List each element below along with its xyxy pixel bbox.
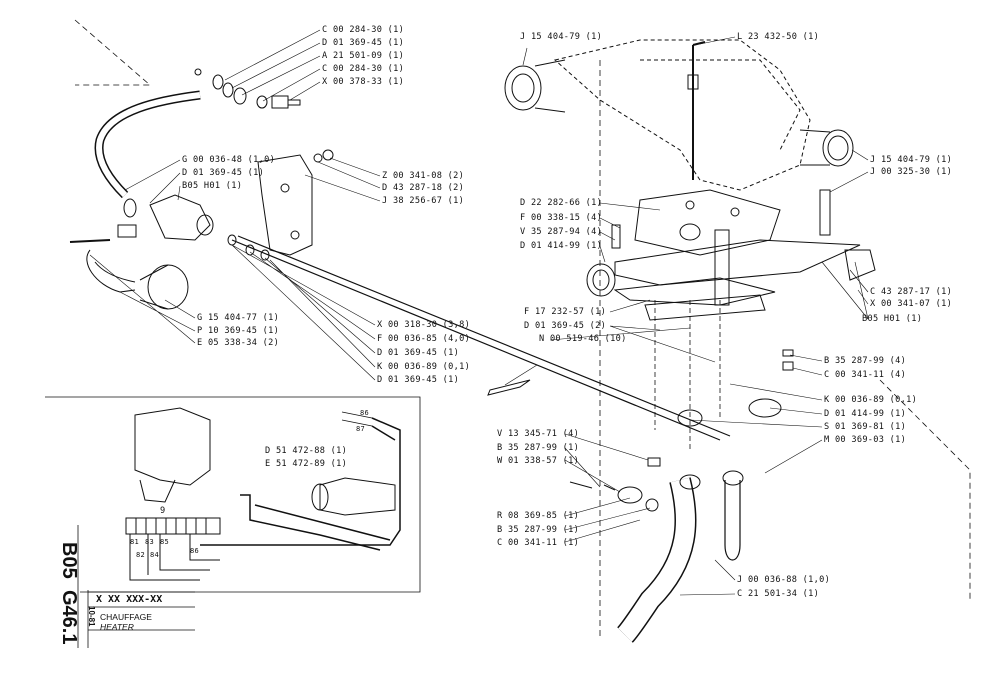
serial-box: X XX XXX-XX bbox=[96, 594, 163, 605]
water-valve bbox=[117, 194, 214, 241]
part-label: C 00 341-11 (4) bbox=[824, 370, 907, 380]
part-label: X 00 341-07 (1) bbox=[870, 299, 953, 309]
part-label: J 15 404-79 (1) bbox=[520, 32, 603, 42]
mounting-plate bbox=[613, 189, 861, 321]
part-label: L 23 432-50 (1) bbox=[737, 32, 820, 42]
mounting-bracket bbox=[257, 149, 334, 256]
lower-hoses bbox=[616, 398, 782, 643]
inset-term-85: 85 bbox=[160, 538, 170, 546]
part-label: K 00 036-89 (0,1) bbox=[824, 395, 918, 405]
title-en: HEATER bbox=[100, 622, 134, 632]
part-label: D 01 414-99 (1) bbox=[520, 241, 603, 251]
bolt bbox=[611, 224, 621, 249]
part-label: M 00 369-03 (1) bbox=[824, 435, 907, 445]
page-code: G46.1 bbox=[58, 590, 80, 645]
part-label: J 00 036-88 (1,0) bbox=[737, 575, 831, 585]
part-label: A 21 501-09 (1) bbox=[322, 51, 405, 61]
terminal-strip bbox=[125, 517, 221, 535]
title-fr: CHAUFFAGE bbox=[100, 612, 152, 622]
part-label: D 01 369-45 (1) bbox=[377, 348, 460, 358]
part-label: W 01 338-57 (1) bbox=[497, 456, 580, 466]
part-label: C 00 284-30 (1) bbox=[322, 25, 405, 35]
part-label: J 15 404-79 (1) bbox=[870, 155, 953, 165]
part-label: K 00 036-89 (0,1) bbox=[377, 362, 471, 372]
part-label: B 35 287-99 (4) bbox=[824, 356, 907, 366]
part-label: G 00 036-48 (1,0) bbox=[182, 155, 276, 165]
connector-right bbox=[844, 249, 876, 281]
part-label: E 05 338-34 (2) bbox=[197, 338, 280, 348]
air-duct-right bbox=[799, 129, 854, 167]
part-label: J 38 256-67 (1) bbox=[382, 196, 465, 206]
inset-term-83: 83 bbox=[145, 538, 155, 546]
part-label: B 35 287-99 (1) bbox=[497, 525, 580, 535]
part-label: S 01 369-81 (1) bbox=[824, 422, 907, 432]
part-label: B 35 287-99 (1) bbox=[497, 443, 580, 453]
wire-label-e: E 51 472-89 (1) bbox=[265, 459, 348, 469]
part-label: C 00 284-30 (1) bbox=[322, 64, 405, 74]
part-label: Z 00 341-08 (2) bbox=[382, 171, 465, 181]
inset-relay-87: 87 bbox=[356, 425, 366, 433]
solenoid bbox=[319, 477, 396, 516]
relay-body bbox=[134, 407, 211, 486]
part-label: D 43 287-18 (2) bbox=[382, 183, 465, 193]
part-label: G 15 404-77 (1) bbox=[197, 313, 280, 323]
part-label: D 01 369-45 (1) bbox=[377, 375, 460, 385]
clamp-and-sleeve bbox=[69, 239, 189, 310]
part-label: D 01 369-45 (2) bbox=[524, 321, 607, 331]
inset-term-81: 81 bbox=[130, 538, 140, 546]
part-label: B05 H01 (1) bbox=[862, 314, 923, 324]
wire-label-d: D 51 472-88 (1) bbox=[265, 446, 348, 456]
wiring-inset bbox=[45, 396, 421, 593]
inset-term-84: 84 bbox=[150, 551, 160, 559]
title-block-lines bbox=[77, 525, 195, 648]
cab-outline bbox=[879, 379, 971, 600]
part-label: F 00 338-15 (4) bbox=[520, 213, 603, 223]
clamp-hardware bbox=[569, 349, 794, 512]
date-code: 10-81 bbox=[87, 606, 96, 627]
inset-term-82: 82 bbox=[136, 551, 146, 559]
leader-lines-left bbox=[89, 29, 538, 386]
part-label: N 00 519-46 (10) bbox=[539, 334, 627, 344]
part-label: D 01 369-45 (1) bbox=[182, 168, 265, 178]
part-label: C 43 287-17 (1) bbox=[870, 287, 953, 297]
air-duct-left bbox=[504, 59, 566, 113]
control-cable bbox=[227, 234, 731, 441]
part-label: X 00 318-30 (3,8) bbox=[377, 320, 471, 330]
grommet bbox=[586, 263, 616, 297]
floor-panel-outline bbox=[74, 19, 152, 86]
top-valve-fittings bbox=[194, 68, 301, 109]
part-label: B05 H01 (1) bbox=[182, 181, 243, 191]
part-label: D 22 282-66 (1) bbox=[520, 198, 603, 208]
inset-term-86: 86 bbox=[190, 547, 200, 555]
part-label: V 13 345-71 (4) bbox=[497, 429, 580, 439]
part-label: C 21 501-34 (1) bbox=[737, 589, 820, 599]
part-label: C 00 341-11 (1) bbox=[497, 538, 580, 548]
vertical-bracket bbox=[714, 229, 730, 306]
part-label: P 10 369-45 (1) bbox=[197, 326, 280, 336]
inset-terminal-top: 9 bbox=[160, 506, 166, 516]
part-label: R 08 369-85 (1) bbox=[497, 511, 580, 521]
part-label: J 00 325-30 (1) bbox=[870, 167, 953, 177]
heater-unit bbox=[553, 39, 811, 191]
part-label: F 17 232-57 (1) bbox=[524, 307, 607, 317]
part-label: F 00 036-85 (4,0) bbox=[377, 334, 471, 344]
screw-right bbox=[819, 189, 831, 236]
part-label: X 00 378-33 (1) bbox=[322, 77, 405, 87]
section-code: B05 bbox=[58, 542, 80, 579]
part-label: D 01 369-45 (1) bbox=[322, 38, 405, 48]
part-label: D 01 414-99 (1) bbox=[824, 409, 907, 419]
part-label: V 35 287-94 (4) bbox=[520, 227, 603, 237]
leader-lines bbox=[522, 36, 869, 596]
inset-relay-86: 86 bbox=[360, 409, 370, 417]
